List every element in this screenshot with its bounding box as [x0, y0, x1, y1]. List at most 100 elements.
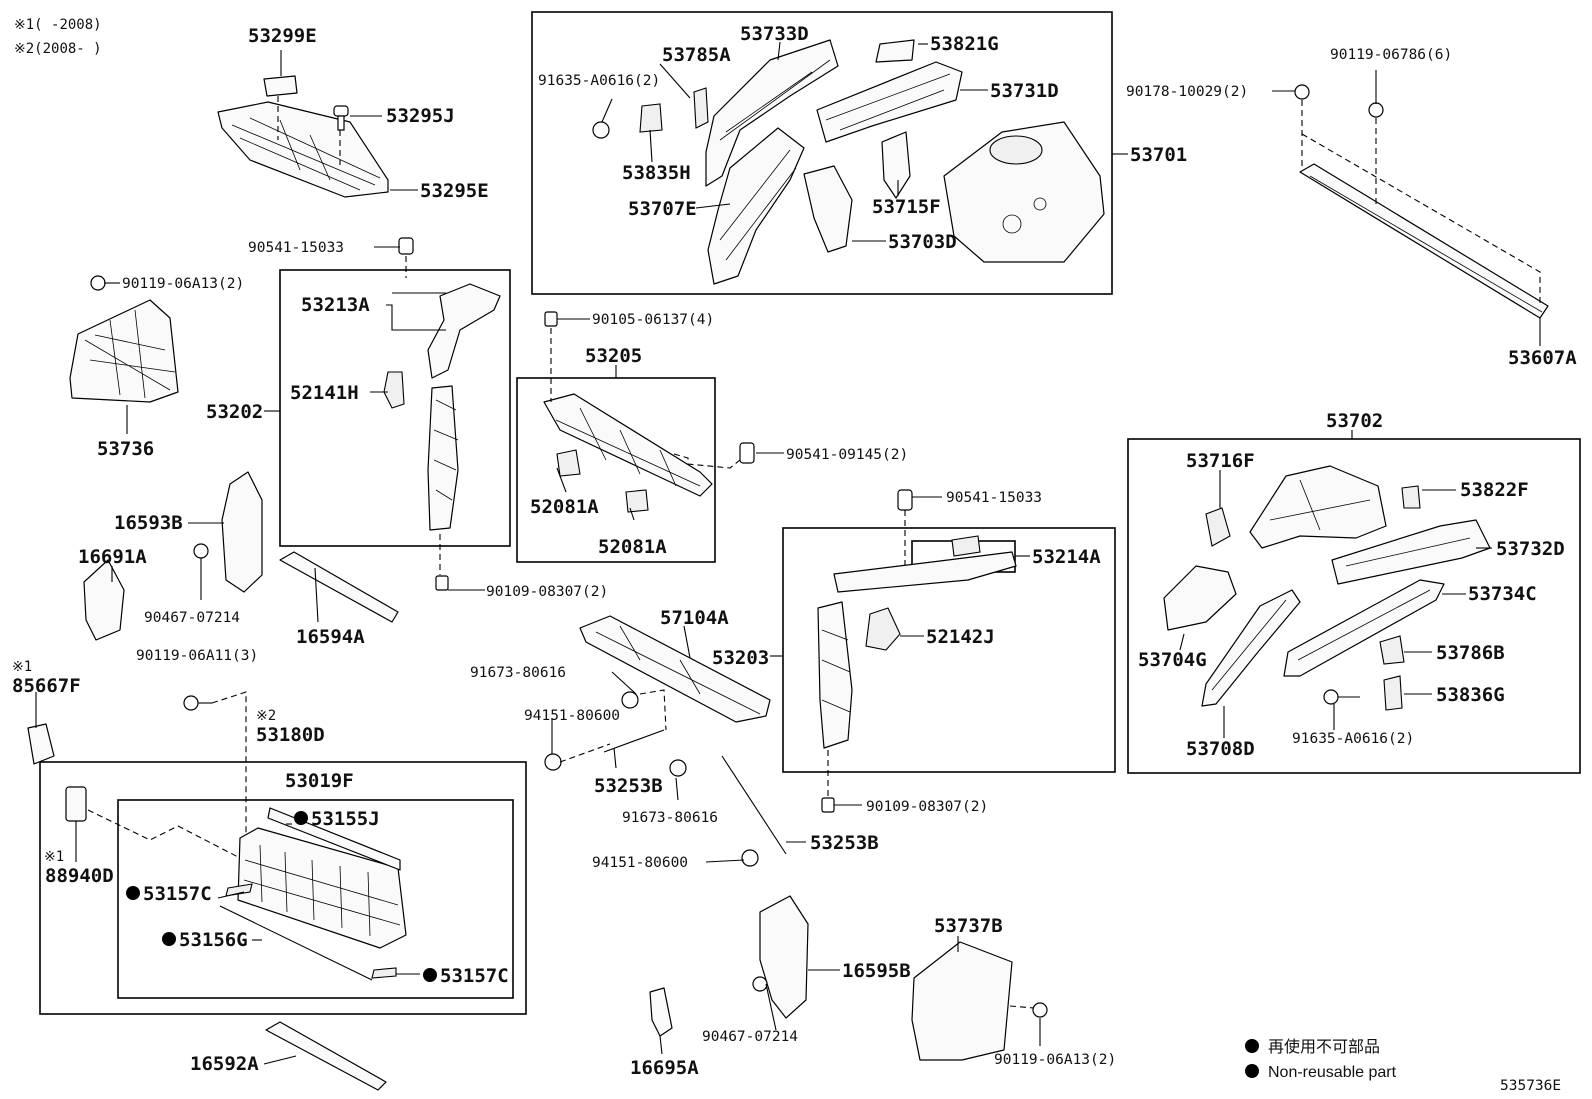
label-53716F: 53716F	[1186, 450, 1255, 472]
part-90467-07214-bolt-a	[193, 543, 209, 559]
label-53737B: 53737B	[934, 915, 1003, 937]
label-53180D: 53180D	[256, 724, 325, 746]
label-90109-08307-b: 90109-08307(2)	[866, 799, 988, 815]
box-53701-group	[531, 11, 1113, 295]
part-90119-06A13-bolt-top	[90, 275, 106, 291]
part-85667F	[27, 723, 55, 765]
nonreusable-dot-53157C-a	[126, 886, 140, 900]
label-94151-80600-a: 94151-80600	[524, 708, 620, 724]
label-53821G: 53821G	[930, 33, 999, 55]
box-53702-group	[1127, 438, 1581, 774]
part-90119-06A11-bolt	[183, 695, 199, 711]
part-53019F-grille	[219, 807, 407, 981]
label-16695A: 16695A	[630, 1057, 699, 1079]
legend-jp: 再使用不可部品	[1268, 1038, 1380, 1056]
label-53156G: 53156G	[179, 929, 248, 951]
note-2: ※2(2008- )	[14, 41, 102, 57]
part-53205-lock-support	[543, 311, 755, 513]
label-53786B: 53786B	[1436, 642, 1505, 664]
label-16594A: 16594A	[296, 626, 365, 648]
part-16592A-bar	[265, 1021, 387, 1091]
label-53155J: 53155J	[311, 808, 380, 830]
part-53736-shield	[69, 299, 179, 403]
label-52142J: 52142J	[926, 626, 995, 648]
label-52081A-b: 52081A	[598, 536, 667, 558]
part-16595B-bracket	[759, 895, 809, 1019]
label-52081A-a: 52081A	[530, 496, 599, 518]
legend-dot-jp	[1245, 1039, 1259, 1053]
part-16593B-bracket	[221, 471, 263, 593]
label-16592A: 16592A	[190, 1053, 259, 1075]
label-53734C: 53734C	[1468, 583, 1537, 605]
diagram-id: 535736E	[1500, 1078, 1561, 1094]
label-85667F: 85667F	[12, 675, 81, 697]
nonreusable-dot-53157C-b	[423, 968, 437, 982]
part-88940D	[65, 786, 87, 822]
mark-53180D: ※2	[256, 708, 276, 724]
label-53836G: 53836G	[1436, 684, 1505, 706]
label-53702: 53702	[1326, 410, 1383, 432]
part-53737B-shield	[911, 941, 1013, 1061]
part-53299E-patch	[263, 75, 298, 97]
label-53731D: 53731D	[990, 80, 1059, 102]
part-53607A-member	[1294, 84, 1549, 319]
label-91673-80616-b: 91673-80616	[622, 810, 718, 826]
label-53203: 53203	[712, 647, 769, 669]
label-90467-07214-a: 90467-07214	[144, 610, 240, 626]
label-53822F: 53822F	[1460, 479, 1529, 501]
label-90119-06A11: 90119-06A11(3)	[136, 648, 258, 664]
part-16691A	[83, 559, 125, 641]
label-53157C-a: 53157C	[143, 883, 212, 905]
box-53203-group	[782, 527, 1116, 773]
label-90541-15033-b: 90541-15033	[946, 490, 1042, 506]
part-53702-apron	[1163, 465, 1491, 711]
label-53703D: 53703D	[888, 231, 957, 253]
legend-en: Non-reusable part	[1268, 1064, 1397, 1081]
label-53299E: 53299E	[248, 25, 317, 47]
nonreusable-dot-53155J	[294, 811, 308, 825]
box-53202-group	[279, 269, 511, 547]
label-53607A: 53607A	[1508, 347, 1577, 369]
label-90178-10029: 90178-10029(2)	[1126, 84, 1248, 100]
part-90467-07214-bolt-b	[752, 976, 768, 992]
label-90119-06A13-bot: 90119-06A13(2)	[994, 1052, 1116, 1068]
note-1: ※1( -2008)	[14, 17, 102, 33]
label-53295E: 53295E	[420, 180, 489, 202]
label-53157C-b: 53157C	[440, 965, 509, 987]
legend-dot-en	[1245, 1064, 1259, 1078]
label-88940D: 88940D	[45, 865, 114, 887]
label-91635-A0616-a: 91635-A0616(2)	[538, 73, 660, 89]
label-53019F: 53019F	[285, 770, 354, 792]
label-53253B-b: 53253B	[810, 832, 879, 854]
part-53203-support	[817, 489, 1017, 813]
label-90541-09145: 90541-09145(2)	[786, 447, 908, 463]
box-53019F-group	[117, 799, 514, 999]
label-53715F: 53715F	[872, 196, 941, 218]
part-57104A-crossmember	[579, 615, 771, 723]
label-53785A: 53785A	[662, 44, 731, 66]
label-90119-06786: 90119-06786(6)	[1330, 47, 1452, 63]
label-53733D: 53733D	[740, 23, 809, 45]
part-90119-06A13-bolt-bot	[1032, 1002, 1048, 1018]
label-53736: 53736	[97, 438, 154, 460]
mark-88940D: ※1	[44, 849, 64, 865]
part-16594A-bar	[279, 551, 399, 623]
mark-85667F: ※1	[12, 659, 32, 675]
label-53707E: 53707E	[628, 198, 697, 220]
label-53214A: 53214A	[1032, 546, 1101, 568]
label-53253B-a: 53253B	[594, 775, 663, 797]
label-53704G: 53704G	[1138, 649, 1207, 671]
label-53213A: 53213A	[301, 294, 370, 316]
label-94151-80600-b: 94151-80600	[592, 855, 688, 871]
label-53708D: 53708D	[1186, 738, 1255, 760]
label-52141H: 52141H	[290, 382, 359, 404]
label-16691A: 16691A	[78, 546, 147, 568]
part-53253B-rods	[544, 691, 787, 867]
label-53835H: 53835H	[622, 162, 691, 184]
label-53701: 53701	[1130, 144, 1187, 166]
label-90105-06137: 90105-06137(4)	[592, 312, 714, 328]
part-53701-apron	[592, 39, 1105, 285]
box-53180D-group	[39, 761, 527, 1015]
label-53205: 53205	[585, 345, 642, 367]
